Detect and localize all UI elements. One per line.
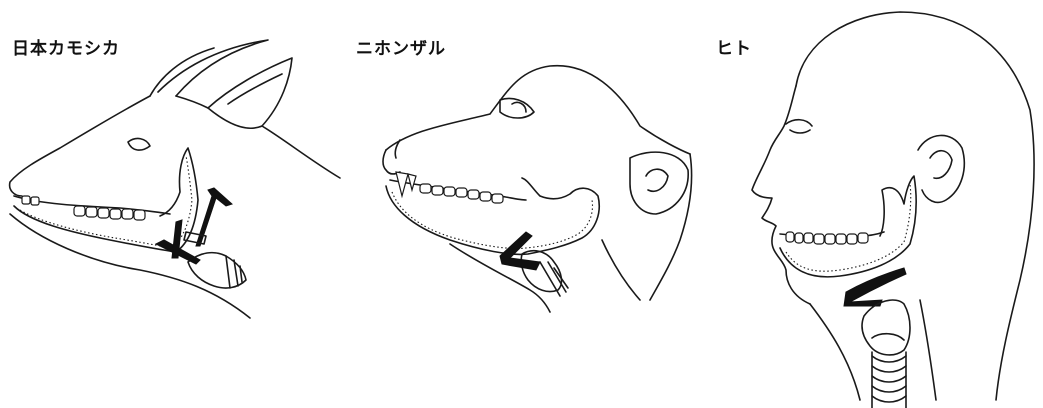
human-teeth [786, 232, 868, 244]
serow-head-drawing [0, 0, 350, 408]
human-cranium [796, 12, 1034, 400]
macaque-teeth [396, 172, 503, 203]
macaque-mandible [386, 178, 599, 254]
serow-throat [10, 214, 250, 318]
macaque-head-drawing [350, 0, 700, 408]
serow-ear [208, 58, 292, 128]
human-eye [786, 120, 812, 133]
serow-hyoid [196, 188, 232, 246]
serow-eye [128, 139, 150, 151]
macaque-snout [383, 150, 400, 174]
human-larynx [862, 300, 910, 355]
serow-neck-back [262, 126, 340, 178]
human-mandible [780, 176, 916, 277]
human-trachea [872, 352, 906, 408]
macaque-eye [512, 102, 526, 112]
panel-macaque: ニホンザル [350, 0, 700, 408]
macaque-brow [500, 99, 534, 119]
macaque-ear [630, 152, 688, 214]
human-neck-front [810, 304, 860, 400]
panel-human: ヒト [700, 0, 1043, 408]
panel-serow: 日本カモシカ [0, 0, 350, 408]
serow-head-outline [10, 96, 150, 196]
macaque-throat [450, 244, 550, 312]
human-ear [918, 135, 964, 202]
human-head-drawing [700, 0, 1043, 408]
macaque-cranium [386, 66, 690, 154]
